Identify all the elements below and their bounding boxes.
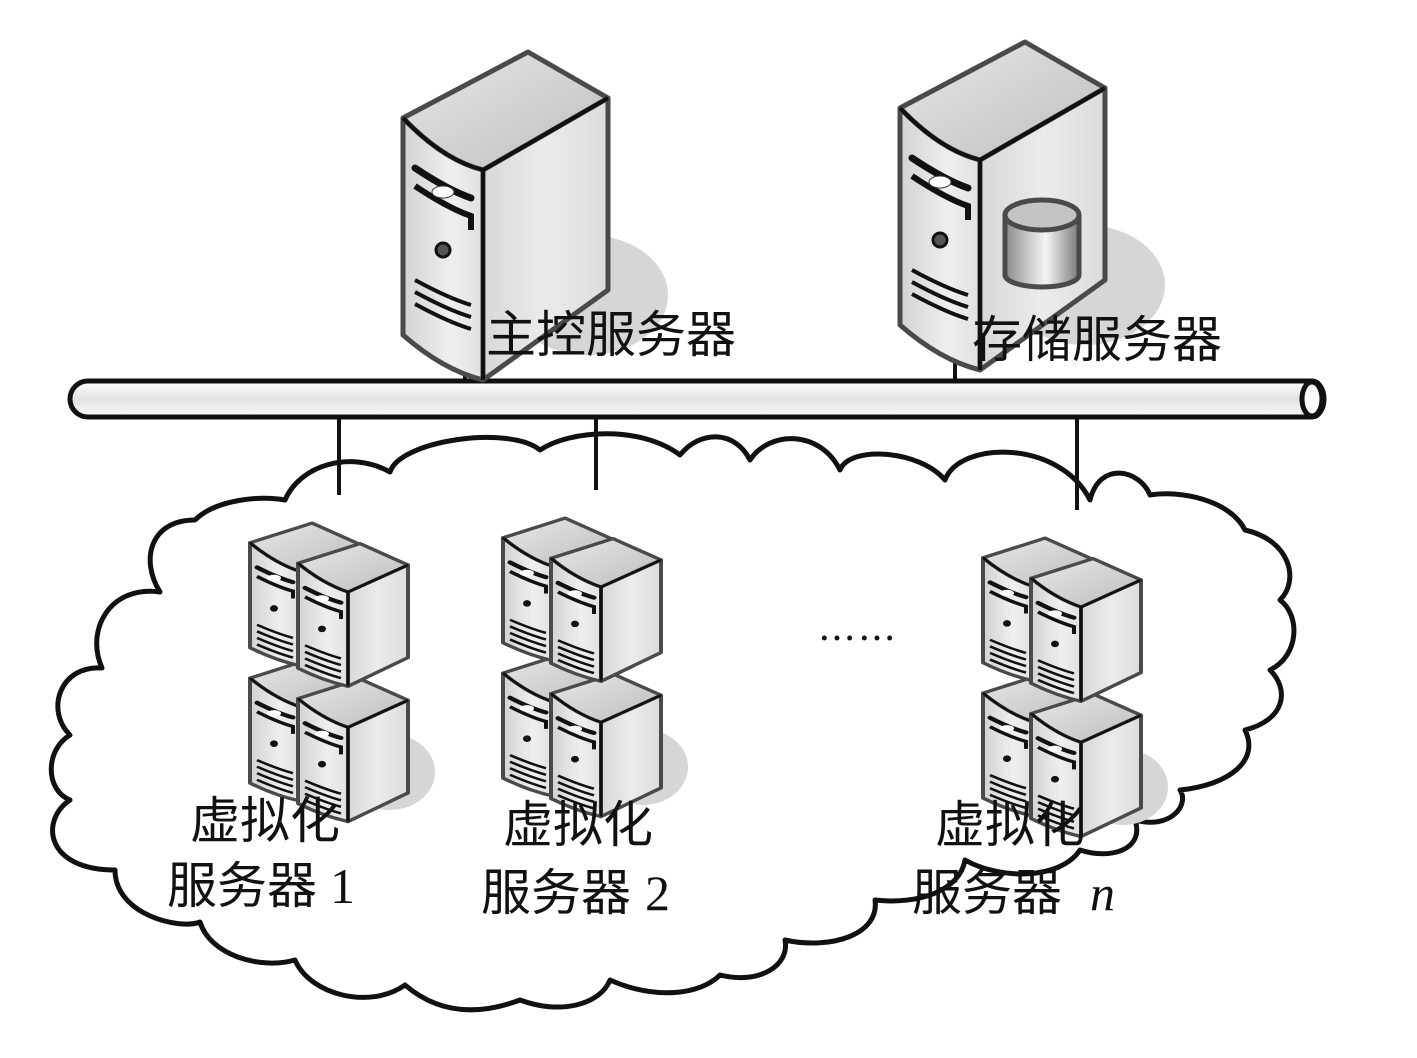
virtual-server-n-index: n (1090, 865, 1115, 921)
storage-server-label: 存储服务器 (972, 311, 1222, 369)
ellipsis: …… (818, 605, 898, 649)
master-server: 主控服务器 (403, 52, 736, 380)
virtual-server-1-line1: 虚拟化 (190, 792, 340, 850)
network-bus (67, 378, 1327, 420)
virtual-server-n-line2: 服务器 (912, 864, 1062, 922)
virtual-server-2-line1: 虚拟化 (503, 796, 653, 854)
virtual-server-n: 虚拟化 服务器 n (912, 538, 1168, 922)
virtual-server-2: 虚拟化 服务器 2 (481, 518, 688, 922)
virtual-server-1-index: 1 (330, 858, 355, 914)
virtual-server-1: 虚拟化 服务器 1 (167, 523, 435, 915)
virtual-server-2-line2: 服务器 (481, 864, 631, 922)
virtual-server-n-line1: 虚拟化 (935, 796, 1085, 854)
storage-server: 存储服务器 (900, 42, 1222, 370)
master-server-label: 主控服务器 (486, 306, 736, 364)
database-cylinder-icon (1002, 197, 1082, 290)
virtual-server-2-index: 2 (645, 865, 670, 921)
virtual-server-1-line2: 服务器 (167, 857, 317, 915)
